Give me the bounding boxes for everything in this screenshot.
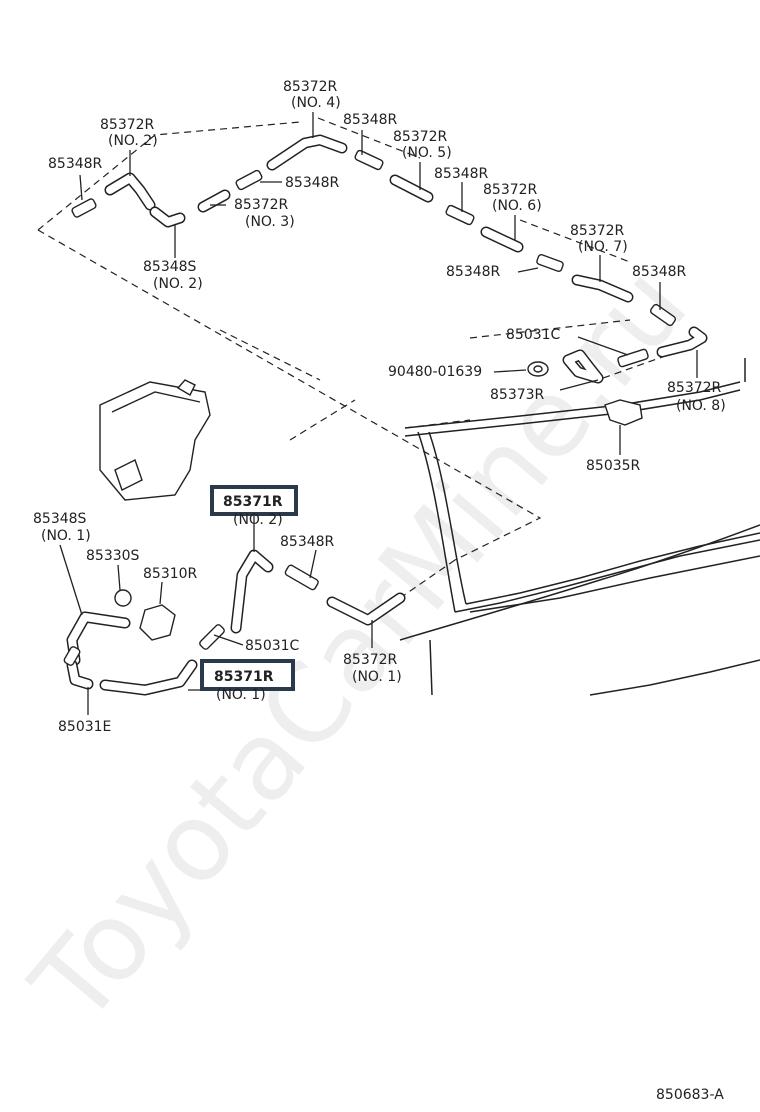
label-85348R-g: 85348R [280, 534, 335, 550]
label-85348R-f: 85348R [632, 264, 687, 280]
label-85348R-c: 85348R [434, 166, 489, 182]
grommet-90480 [527, 361, 549, 377]
label-85372R-no4-sub: (NO. 4) [291, 95, 341, 111]
watermark: ToyotaCarMine.ru [9, 244, 712, 1048]
label-85330S: 85330S [86, 548, 140, 564]
pump-85310R [139, 604, 176, 641]
grommet-85330S [114, 589, 132, 607]
connectors [63, 149, 677, 666]
label-85372R-no2-number: 85372R [100, 117, 155, 133]
label-85348R-d: 85348R [285, 175, 340, 191]
label-85031C-b: 85031C [245, 638, 300, 654]
label-85348S-no2-number: 85348S [143, 259, 197, 275]
label-85348R-b: 85348R [48, 156, 103, 172]
label-85371R-no1-number: 85371R [214, 669, 274, 685]
label-85372R-no2-sub: (NO. 2) [108, 133, 158, 149]
label-85372R-no8-number: 85372R [667, 380, 722, 396]
label-85372R-no8-sub: (NO. 8) [676, 398, 726, 414]
label-85348S-no1-number: 85348S [33, 511, 87, 527]
label-85372R-no3-sub: (NO. 3) [245, 214, 295, 230]
label-85372R-no4-number: 85372R [283, 79, 338, 95]
label-85371R-no2-number: 85371R [223, 494, 283, 510]
label-85372R-no5-number: 85372R [393, 129, 448, 145]
washer-tank [99, 379, 211, 501]
label-85373R: 85373R [490, 387, 545, 403]
leader-lines [59, 112, 698, 715]
label-90480-01639: 90480-01639 [388, 364, 482, 380]
label-85348S-no1-sub: (NO. 1) [41, 528, 91, 544]
vehicle-body-outline [399, 358, 760, 696]
figure-code: 850683-A [656, 1087, 724, 1103]
highlight-85371R-no2[interactable]: 85371R (NO. 2) [210, 485, 298, 528]
label-85372R-no6-number: 85372R [483, 182, 538, 198]
nozzle-85035R [604, 399, 643, 426]
label-85372R-no1-sub: (NO. 1) [352, 669, 402, 685]
label-85372R-no7-number: 85372R [570, 223, 625, 239]
label-85372R-no6-sub: (NO. 6) [492, 198, 542, 214]
phantom-lines [37, 117, 669, 599]
label-85031C-a: 85031C [506, 327, 561, 343]
label-85371R-no2-sub: (NO. 2) [233, 512, 283, 528]
label-85372R-no3-number: 85372R [234, 197, 289, 213]
label-85372R-no7-sub: (NO. 7) [578, 239, 628, 255]
label-85035R: 85035R [586, 458, 641, 474]
label-85372R-no1-number: 85372R [343, 652, 398, 668]
label-85348R-a: 85348R [343, 112, 398, 128]
label-85310R: 85310R [143, 566, 198, 582]
label-85348R-e: 85348R [446, 264, 501, 280]
highlight-85371R-no1[interactable]: 85371R (NO. 1) [200, 659, 295, 703]
label-85372R-no5-sub: (NO. 5) [402, 145, 452, 161]
label-85031E: 85031E [58, 719, 111, 735]
hoses [66, 134, 708, 696]
label-85371R-no1-sub: (NO. 1) [216, 687, 266, 703]
label-85348S-no2-sub: (NO. 2) [153, 276, 203, 292]
part-labels: 85372R (NO. 4) 85372R (NO. 2) 85348R 853… [33, 79, 726, 1103]
